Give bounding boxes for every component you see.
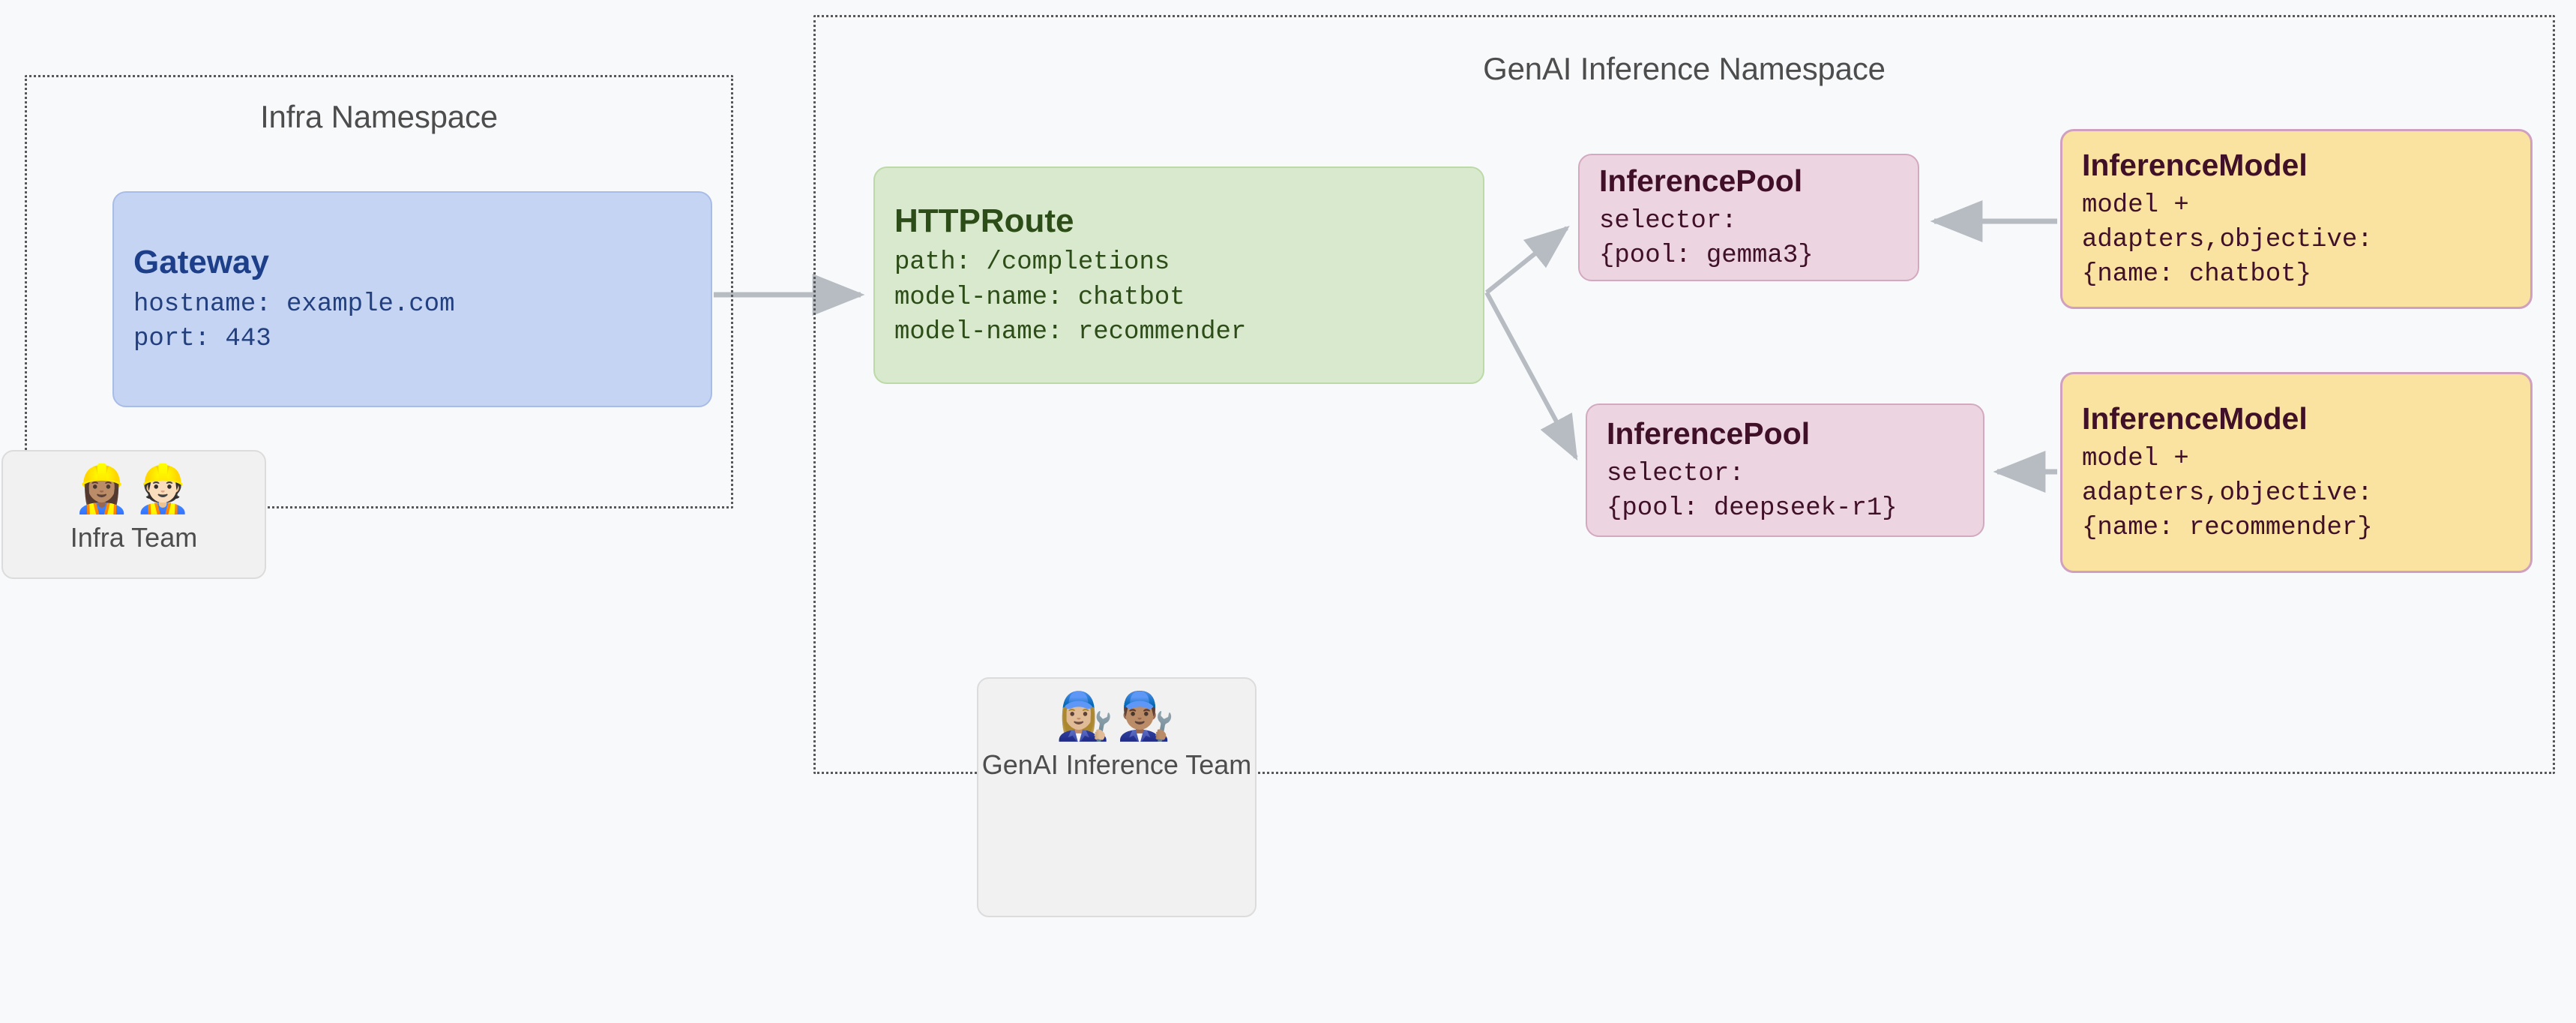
node-inferencemodel-chatbot-line-name: {name: chatbot}: [2082, 260, 2312, 290]
node-inferencepool-deepseek-r1-title: InferencePool: [1607, 416, 1811, 451]
namespace-genai-title: GenAI Inference Namespace: [1483, 51, 1886, 86]
node-httproute-line-model-name-recommender: model-name: recommender: [894, 317, 1247, 346]
team-badge-infra-label: Infra Team: [70, 522, 198, 554]
namespace-infra: Infra Namespace: [25, 75, 733, 508]
node-gateway-title: Gateway: [133, 243, 269, 280]
node-inferencemodel-recommender[interactable]: InferenceModel model + adapters,objectiv…: [2060, 372, 2533, 573]
mechanic-icon: 👩🏼‍🔧👨🏽‍🔧: [1056, 691, 1178, 742]
node-gateway[interactable]: Gateway hostname: example.com port: 443: [112, 191, 712, 407]
team-badge-genai-inference[interactable]: 👩🏼‍🔧👨🏽‍🔧 GenAI Inference Team: [977, 677, 1257, 917]
node-inferencemodel-chatbot-title: InferenceModel: [2082, 147, 2308, 182]
node-inferencemodel-recommender-line-adapters: adapters,objective:: [2082, 478, 2373, 508]
node-inferencemodel-chatbot[interactable]: InferenceModel model + adapters,objectiv…: [2060, 129, 2533, 309]
node-inferencemodel-recommender-line-name: {name: recommender}: [2082, 514, 2373, 543]
node-httproute[interactable]: HTTPRoute path: /completions model-name:…: [873, 166, 1484, 384]
node-inferencepool-deepseek-r1[interactable]: InferencePool selector: {pool: deepseek-…: [1586, 404, 1984, 537]
node-httproute-title: HTTPRoute: [894, 202, 1074, 239]
node-inferencepool-gemma3[interactable]: InferencePool selector: {pool: gemma3}: [1578, 154, 1919, 281]
node-inferencepool-deepseek-r1-line-selector: selector:: [1607, 459, 1745, 488]
node-inferencepool-gemma3-title: InferencePool: [1599, 163, 1803, 198]
node-inferencemodel-chatbot-line-model: model +: [2082, 190, 2189, 220]
node-inferencemodel-recommender-line-model: model +: [2082, 444, 2189, 473]
node-inferencepool-gemma3-line-selector: selector:: [1599, 206, 1737, 236]
node-inferencemodel-chatbot-line-adapters: adapters,objective:: [2082, 225, 2373, 254]
node-inferencepool-gemma3-line-pool: {pool: gemma3}: [1599, 242, 1814, 271]
node-httproute-line-path: path: /completions: [894, 248, 1170, 278]
team-badge-genai-inference-label: GenAI Inference Team: [981, 749, 1252, 781]
node-inferencepool-deepseek-r1-line-pool: {pool: deepseek-r1}: [1607, 494, 1898, 524]
node-httproute-line-model-name-chatbot: model-name: chatbot: [894, 283, 1185, 312]
team-badge-infra[interactable]: 👷🏽‍♀️👷🏻 Infra Team: [1, 450, 266, 579]
namespace-infra-title: Infra Namespace: [260, 99, 498, 134]
node-inferencemodel-recommender-title: InferenceModel: [2082, 400, 2308, 436]
namespace-genai: GenAI Inference Namespace: [813, 15, 2555, 774]
node-gateway-line-hostname: hostname: example.com: [133, 290, 455, 319]
construction-worker-icon: 👷🏽‍♀️👷🏻: [73, 464, 195, 515]
node-gateway-line-port: port: 443: [133, 324, 271, 353]
